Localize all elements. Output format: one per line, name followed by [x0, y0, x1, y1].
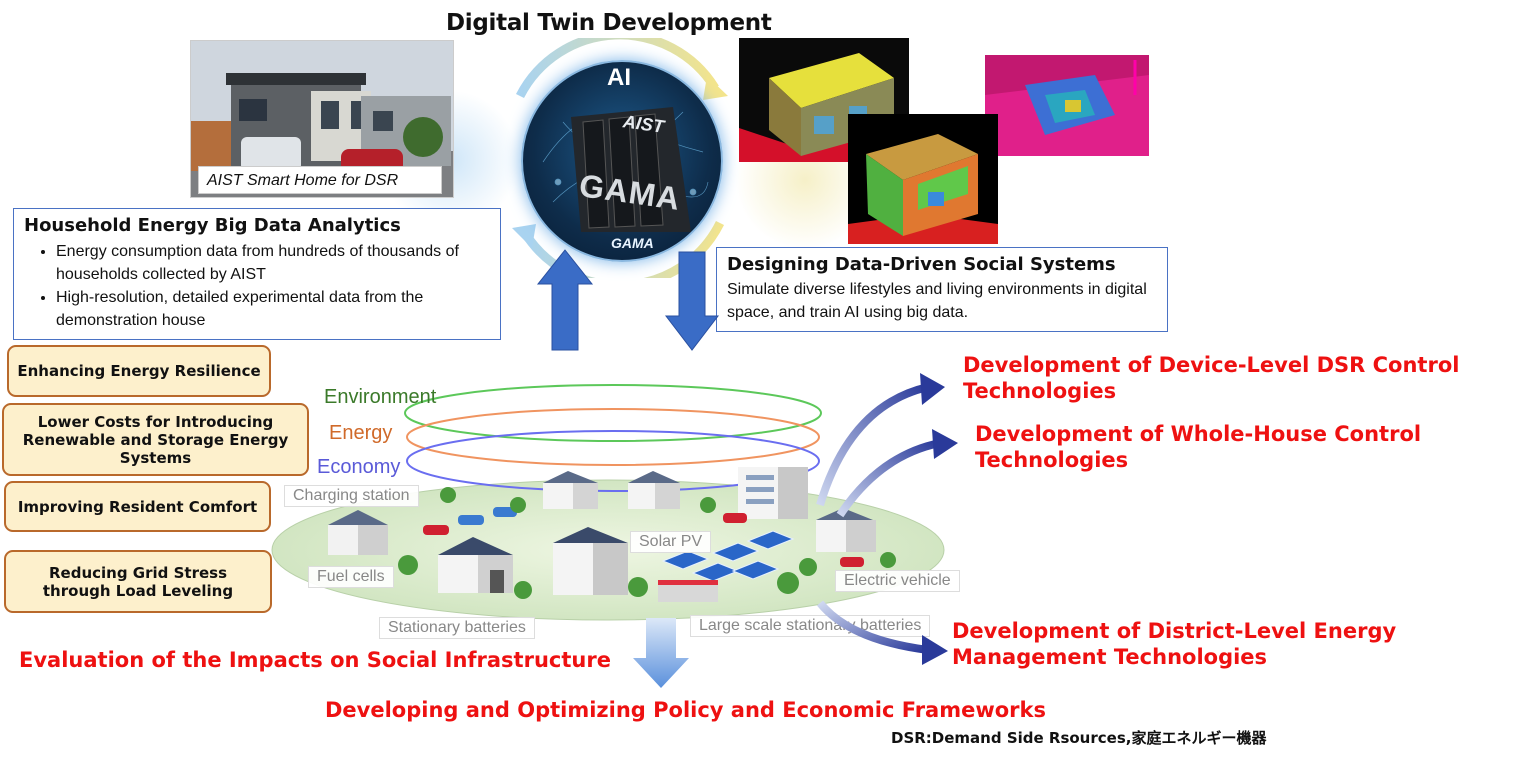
- page-title: Digital Twin Development: [446, 10, 772, 36]
- ai-label: AI: [607, 64, 631, 91]
- household-bullets: Energy consumption data from hundreds of…: [24, 240, 490, 332]
- outcome-device-level: Development of Device-Level DSR Control …: [963, 353, 1460, 403]
- smart-town-illustration: [271, 384, 945, 621]
- designing-systems-box: Designing Data-Driven Social Systems Sim…: [716, 247, 1168, 332]
- benefit-resilience: Enhancing Energy Resilience: [7, 345, 271, 397]
- gama-logo: GAMA: [611, 235, 654, 251]
- down-gradient-arrow: [633, 618, 689, 688]
- photo-caption: AIST Smart Home for DSR: [198, 166, 442, 194]
- outcome-arrows: [816, 373, 958, 665]
- ring-label-economy: Economy: [317, 456, 401, 478]
- benefit-grid-stress: Reducing Grid Stress through Load Leveli…: [4, 550, 272, 613]
- label-fuel-cells: Fuel cells: [308, 566, 394, 588]
- label-stationary-batteries: Stationary batteries: [379, 617, 535, 639]
- outcome-district-level: Development of District-Level Energy Man…: [952, 619, 1397, 669]
- label-electric-vehicle: Electric vehicle: [835, 570, 960, 592]
- down-arrow: [664, 251, 720, 351]
- benefit-comfort: Improving Resident Comfort: [4, 481, 271, 532]
- ring-label-environment: Environment: [324, 386, 437, 408]
- household-analytics-box: Household Energy Big Data Analytics Ener…: [13, 208, 501, 340]
- network-graphic: [542, 107, 709, 232]
- household-bullet: High-resolution, detailed experimental d…: [56, 286, 490, 332]
- household-title: Household Energy Big Data Analytics: [24, 215, 401, 236]
- outcome-policy: Developing and Optimizing Policy and Eco…: [325, 698, 1047, 722]
- outcome-whole-house: Development of Whole-House Control Techn…: [975, 422, 1422, 472]
- simulation-image-3: [848, 114, 998, 244]
- designing-title: Designing Data-Driven Social Systems: [727, 254, 1116, 275]
- ring-label-energy: Energy: [329, 422, 393, 444]
- up-arrow: [536, 249, 594, 351]
- ai-supercomputer-circle: AI AIST GAMA GAMA: [521, 60, 723, 262]
- label-large-batteries: Large scale stationary batteries: [690, 615, 931, 637]
- footnote: DSR:Demand Side Rsources,家庭エネルギー機器: [891, 729, 1267, 747]
- household-bullet: Energy consumption data from hundreds of…: [56, 240, 490, 286]
- benefit-lower-costs: Lower Costs for Introducing Renewable an…: [2, 403, 309, 476]
- designing-text: Simulate diverse lifestyles and living e…: [727, 281, 1147, 321]
- house-icon: [328, 510, 388, 555]
- simulation-image-2: [985, 55, 1149, 156]
- outcome-evaluation: Evaluation of the Impacts on Social Infr…: [19, 648, 611, 672]
- cycle-arrows: [512, 38, 728, 278]
- label-charging-station: Charging station: [284, 485, 419, 507]
- label-solar-pv: Solar PV: [630, 531, 712, 553]
